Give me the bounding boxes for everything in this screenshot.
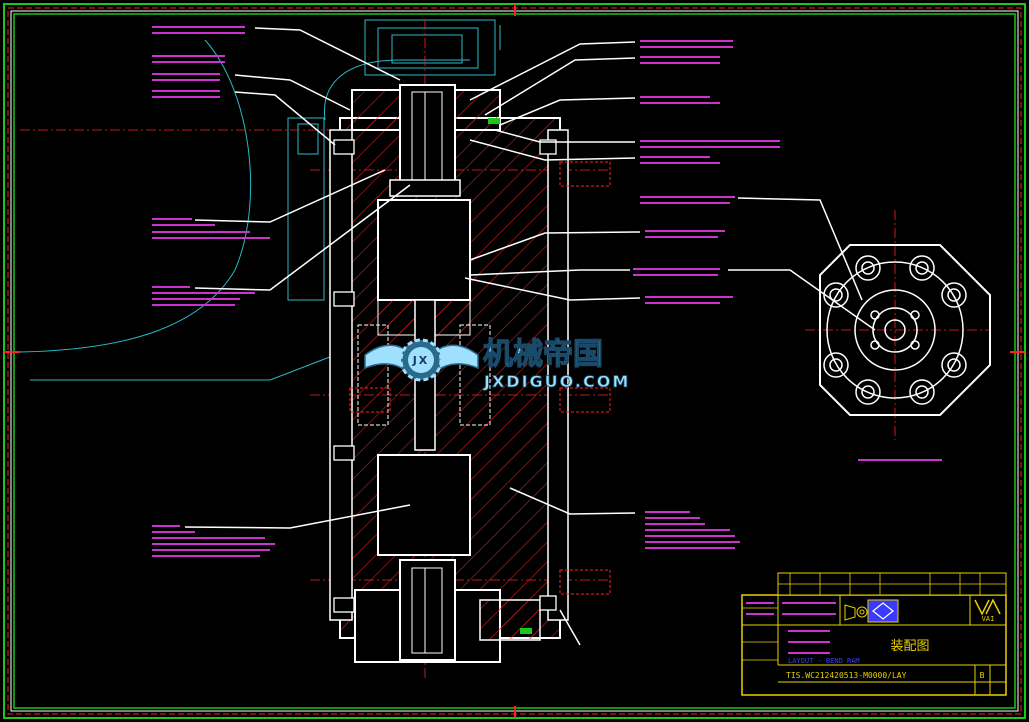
- third-angle-projection-icon: [844, 604, 868, 621]
- company-emblem-icon: [867, 599, 899, 623]
- cylinder-section-view: [329, 84, 611, 663]
- title-block: VAI 装配图 LAYOUT - BEND RAM TIS.WC21242051…: [741, 572, 1007, 696]
- company-mark: VAI: [982, 615, 995, 623]
- watermark-cn-text: 机械帝国: [483, 337, 603, 372]
- annotation-labels: [152, 26, 780, 557]
- watermark-en-text: JXDIGUO.COM: [483, 372, 630, 391]
- gear-wings-logo-icon: JX: [364, 338, 479, 382]
- watermark-logo-text: JX: [412, 354, 430, 367]
- leader-lines: [184, 27, 876, 646]
- drawing-title: 装配图: [890, 639, 929, 654]
- revision-letter: B: [980, 671, 985, 680]
- drawing-subtitle: LAYOUT - BEND RAM: [788, 657, 860, 665]
- vai-mark-icon: [974, 598, 1001, 616]
- cyan-reference-geometry: [19, 19, 501, 381]
- watermark: JX 机械帝国 JXDIGUO.COM: [364, 336, 630, 391]
- end-view-flange: [819, 244, 991, 461]
- drawing-frame: [3, 3, 1026, 719]
- drawing-number: TIS.WC212420513-M0000/LAY: [786, 671, 907, 680]
